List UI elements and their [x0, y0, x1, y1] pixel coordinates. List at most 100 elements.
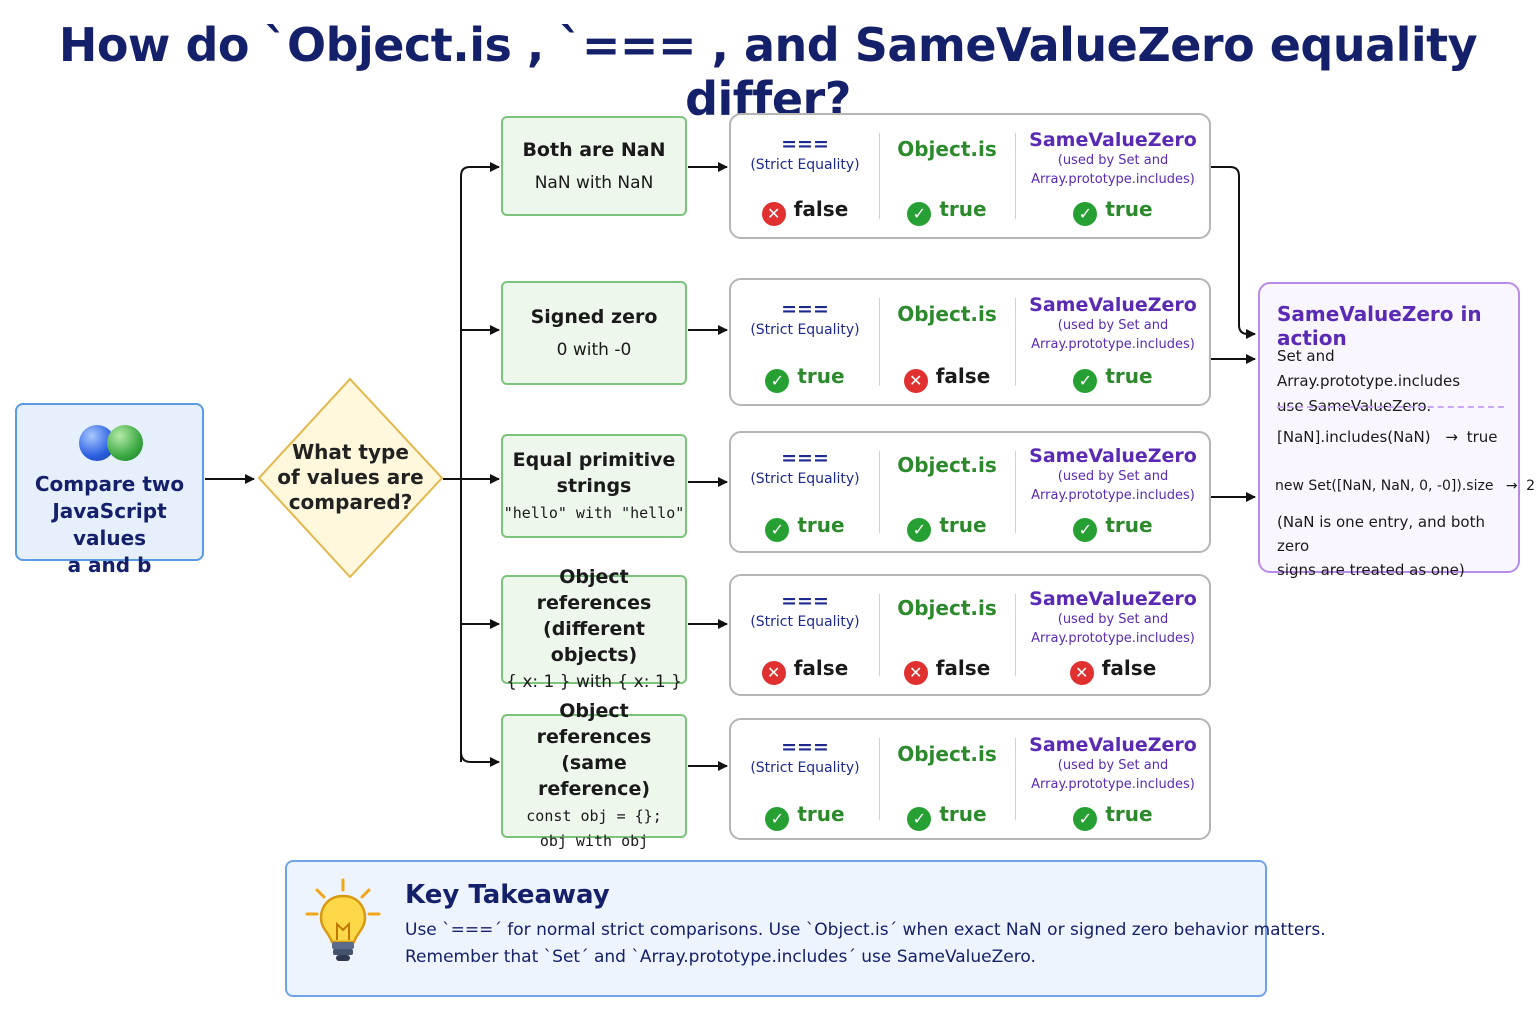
objectis-column: Object.is ✓true — [879, 433, 1015, 551]
case-title: (different objects) — [543, 618, 645, 666]
strict-result: ✕false — [731, 197, 879, 226]
side-note-line1: (NaN is one entry, and both zero — [1277, 513, 1485, 555]
example-result: true — [1466, 428, 1498, 446]
svz-label: SameValueZero — [1029, 445, 1197, 467]
arrow-right-icon: → — [1505, 478, 1518, 494]
svz-result: ✓true — [1015, 364, 1211, 393]
column-divider — [879, 133, 880, 219]
decision-line1: What type — [292, 440, 409, 464]
strict-sublabel: (Strict Equality) — [750, 322, 860, 338]
result-panel-different-objects: === (Strict Equality) ✕false Object.is ✕… — [729, 574, 1211, 696]
strict-label: === — [781, 298, 829, 320]
decision-text: What type of values are compared? — [258, 440, 443, 515]
objectis-column: Object.is ✕ false — [879, 576, 1015, 694]
objectis-column: Object.is ✓true — [879, 720, 1015, 838]
side-description-line1: Set and Array.prototype.includes — [1277, 347, 1461, 390]
result-panel-nan: === (Strict Equality) ✕false Object.is ✓… — [729, 113, 1211, 239]
svz-sublabel-2: Array.prototype.includes) — [1031, 777, 1195, 792]
result-value: true — [939, 513, 987, 537]
svz-column: SameValueZero (used by Set and Array.pro… — [1015, 576, 1211, 694]
result-value: true — [797, 802, 845, 826]
strict-result: ✓true — [731, 513, 879, 542]
result-panel-signed-zero: === (Strict Equality) ✓true Object.is ✕f… — [729, 278, 1211, 406]
svz-sublabel-2: Array.prototype.includes) — [1031, 631, 1195, 646]
x-circle-icon: ✕ — [1069, 661, 1094, 685]
takeaway-title: Key Takeaway — [405, 880, 610, 910]
svz-column: SameValueZero (used by Set and Array.pro… — [1015, 115, 1211, 237]
result-value: true — [797, 364, 845, 388]
case-equal-strings: Equal primitive strings "hello" with "he… — [501, 434, 687, 538]
case-example: 0 with -0 — [556, 339, 632, 360]
case-title: Both are NaN — [522, 138, 666, 161]
result-panel-strings: === (Strict Equality) ✓true Object.is ✓t… — [729, 431, 1211, 553]
decision-line3: compared? — [288, 490, 413, 514]
case-example: NaN with NaN — [534, 172, 654, 193]
svz-result: ✓true — [1015, 513, 1211, 542]
svz-column: SameValueZero (used by Set and Array.pro… — [1015, 280, 1211, 404]
svz-sublabel-2: Array.prototype.includes) — [1031, 172, 1195, 187]
objectis-label: Object.is — [897, 596, 997, 620]
check-circle-icon: ✓ — [765, 807, 790, 831]
strict-sublabel: (Strict Equality) — [750, 760, 860, 776]
strict-column: === (Strict Equality) ✓true — [731, 280, 879, 404]
lightbulb-icon — [305, 878, 381, 961]
case-example: obj with obj — [539, 832, 649, 850]
example-result: 2 — [1526, 478, 1535, 494]
strict-label: === — [781, 590, 829, 612]
check-circle-icon: ✓ — [1073, 807, 1098, 831]
start-node: Compare two JavaScript values a and b — [15, 403, 204, 577]
objectis-result: ✓ true — [879, 513, 1015, 542]
start-text-line1: Compare two — [34, 472, 185, 496]
strict-result: ✕ false — [731, 656, 879, 685]
svz-column: SameValueZero (used by Set and Array.pro… — [1015, 720, 1211, 838]
key-takeaway-box: Key Takeaway Use `===´ for normal strict… — [285, 860, 1326, 997]
result-value: false — [935, 364, 991, 388]
strict-column: === (Strict Equality) ✕false — [731, 576, 879, 694]
check-circle-icon: ✓ — [765, 518, 790, 542]
side-note-line2: signs are treated as one) — [1277, 561, 1465, 579]
objectis-result: ✓true — [879, 197, 1015, 226]
case-title: Signed zero — [530, 305, 658, 328]
objectis-result: ✕ false — [879, 656, 1015, 685]
check-circle-icon: ✓ — [1073, 369, 1098, 393]
check-circle-icon: ✓ — [907, 518, 932, 542]
takeaway-line2: Remember that `Set´ and `Array.prototype… — [405, 947, 1036, 967]
x-circle-icon: ✕ — [761, 202, 786, 226]
result-value: true — [1105, 197, 1153, 221]
check-circle-icon: ✓ — [1073, 518, 1098, 542]
objectis-label: Object.is — [897, 302, 997, 326]
example-set-size: new Set([NaN, NaN, 0, -0]).size → 2 — [1275, 478, 1535, 494]
column-divider — [1015, 594, 1016, 676]
strict-column: === (Strict Equality) ✓ true — [731, 720, 879, 838]
strict-column: === (Strict Equality) ✓true — [731, 433, 879, 551]
result-value: false — [935, 656, 991, 680]
result-value: false — [793, 656, 849, 680]
example-code: new Set([NaN, NaN, 0, -0]).size — [1275, 478, 1494, 494]
green-ball-icon — [107, 425, 143, 461]
decision-line2: of values are — [277, 465, 424, 489]
x-circle-icon: ✕ — [761, 661, 786, 685]
svz-label: SameValueZero — [1029, 588, 1197, 610]
strict-result: ✓true — [731, 364, 879, 393]
result-panel-same-reference: === (Strict Equality) ✓true Object.is ✓t… — [729, 718, 1211, 840]
svz-sublabel-1: (used by Set and — [1057, 612, 1169, 627]
arrow-right-icon: → — [1445, 428, 1458, 446]
strict-sublabel: (Strict Equality) — [750, 157, 860, 173]
x-circle-icon: ✕ — [903, 661, 928, 685]
two-values-icon — [79, 425, 145, 463]
case-signed-zero: Signed zero 0 with -0 — [501, 281, 687, 385]
case-title: (same reference) — [537, 752, 651, 800]
strict-label: === — [781, 447, 829, 469]
result-value: true — [939, 802, 987, 826]
result-value: true — [939, 197, 987, 221]
objectis-label: Object.is — [897, 137, 997, 161]
start-text-line2: JavaScript values — [52, 499, 167, 550]
strict-label: === — [781, 736, 829, 758]
objectis-label: Object.is — [897, 742, 997, 766]
objectis-column: Object.is ✕false — [879, 280, 1015, 404]
case-example: "hello" with "hello" — [503, 503, 685, 522]
svz-result: ✓true — [1015, 802, 1211, 831]
check-circle-icon: ✓ — [1073, 202, 1098, 226]
strict-result: ✓ true — [731, 802, 879, 831]
svz-sublabel-1: (used by Set and — [1057, 469, 1169, 484]
